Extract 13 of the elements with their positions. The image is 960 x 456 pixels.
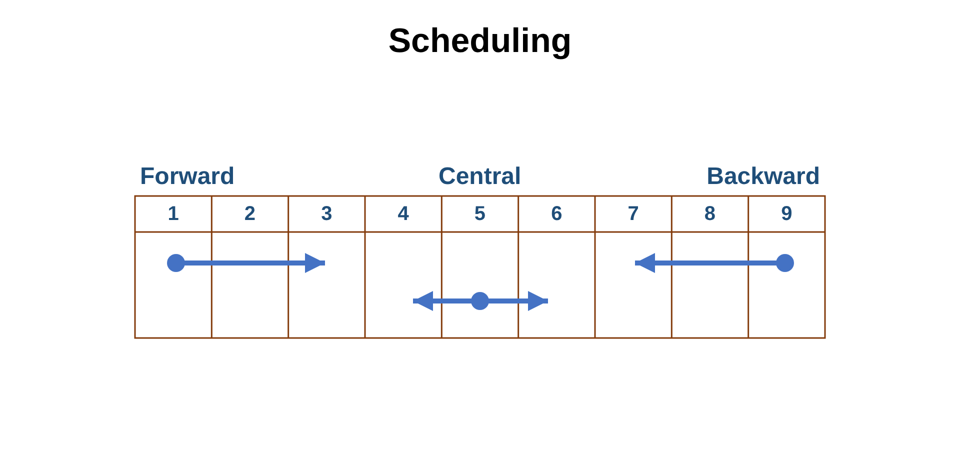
column-group-heading: Forward	[140, 163, 235, 191]
column-number: 6	[550, 202, 564, 227]
column-number: 4	[396, 202, 410, 227]
column-number: 3	[320, 202, 334, 227]
column-number: 5	[473, 202, 487, 227]
column-number: 1	[166, 202, 180, 227]
column-group-heading: Backward	[706, 163, 820, 191]
column-group-heading: Central	[438, 163, 522, 191]
column-number: 2	[243, 202, 257, 227]
title: Scheduling	[388, 22, 572, 61]
column-number: 7	[626, 202, 640, 227]
column-number: 9	[780, 202, 794, 227]
column-number: 8	[703, 202, 717, 227]
